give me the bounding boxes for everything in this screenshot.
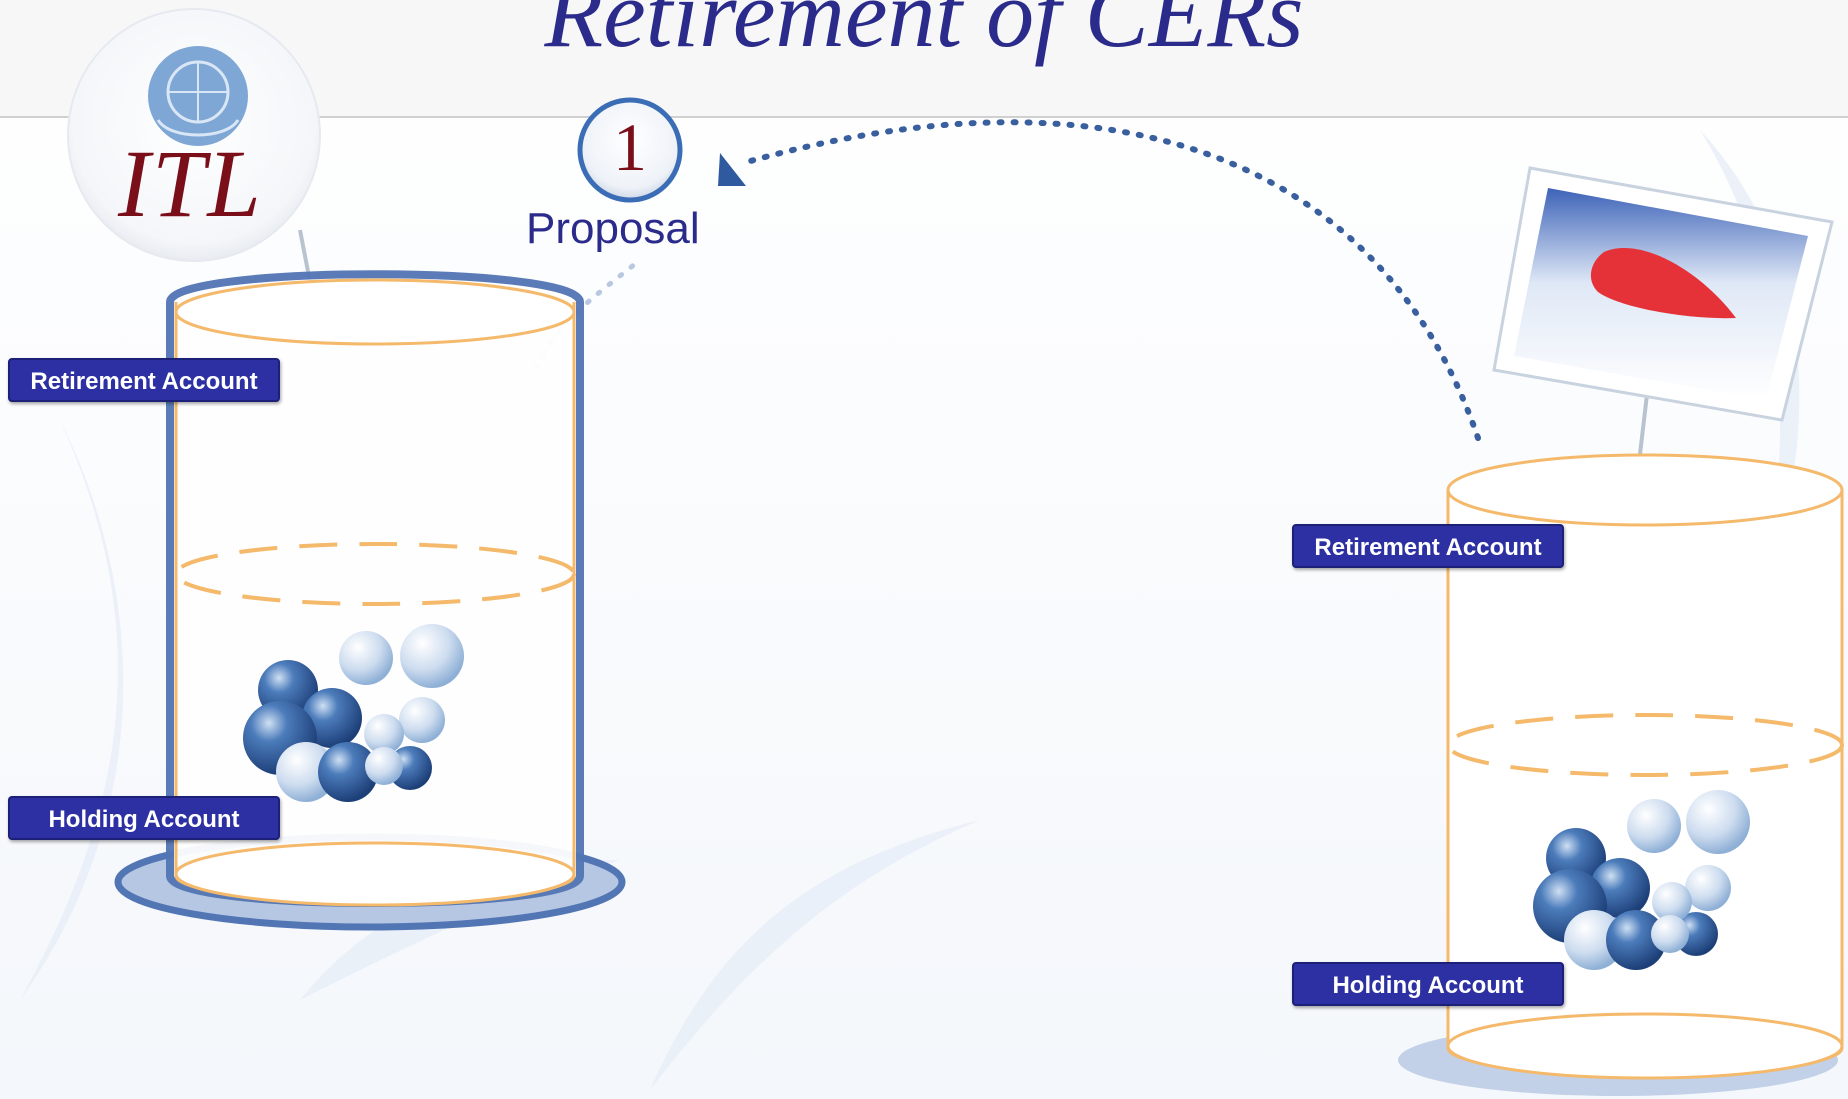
left-retirement-account-label: Retirement Account: [8, 358, 280, 402]
step-marker: [577, 97, 683, 203]
itl-logo-text: ITL: [118, 130, 263, 237]
left-holding-account-label: Holding Account: [8, 796, 280, 840]
un-emblem-icon: [148, 46, 248, 146]
cer-units-left: [243, 624, 464, 802]
proposal-arc: [737, 119, 1481, 441]
japan-flag-icon: [1492, 166, 1834, 455]
right-registry-cylinder: [1398, 453, 1844, 1096]
cer-units-right: [1533, 790, 1750, 970]
itl-logo: [67, 8, 321, 283]
arrow-head-icon: [718, 153, 746, 186]
right-holding-account-label: Holding Account: [1292, 962, 1564, 1006]
step-label: Proposal: [526, 204, 700, 253]
right-retirement-account-label: Retirement Account: [1292, 524, 1564, 568]
slide-title: Retirement of CERs: [544, 0, 1304, 67]
left-registry-cylinder: [114, 270, 626, 931]
step-number: 1: [613, 109, 647, 185]
